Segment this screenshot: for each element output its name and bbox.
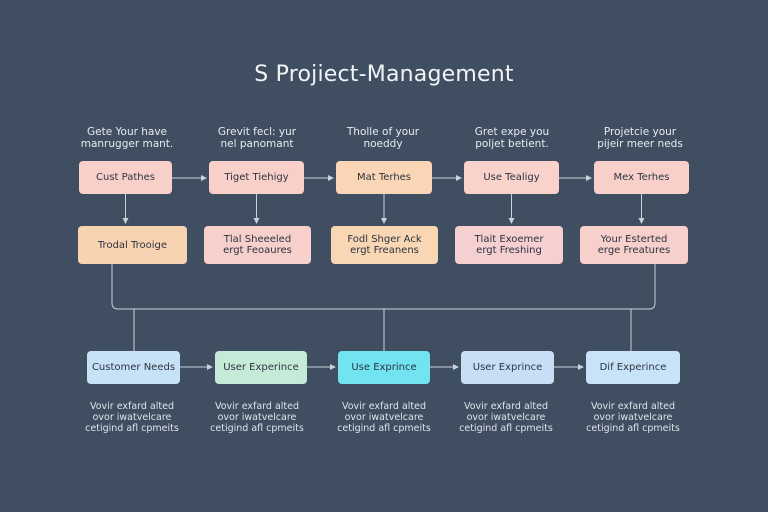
top-caption-line: nel panomant <box>220 138 294 150</box>
row2-node-1-label: Trodal Trooige <box>98 240 167 251</box>
row1-node-3: Mat Terhes <box>336 161 432 194</box>
row2-node-2-line: ergt Feoaures <box>223 245 292 256</box>
bottom-caption-line: Vovir exfard alted <box>89 401 175 412</box>
top-caption-line: Gete Your have <box>86 126 168 138</box>
row2-node-4-line: Tlait Exoemer <box>474 234 544 245</box>
row2-node-5-line: erge Freatures <box>597 245 671 256</box>
top-caption-line: Grevit fecl: yur <box>217 126 297 138</box>
row1-node-3-label: Mat Terhes <box>356 172 412 183</box>
bottom-caption-line: cetigind afl cpmeits <box>586 423 680 434</box>
bottom-caption-line: Vovir exfard alted <box>214 401 300 412</box>
top-caption-line: noeddy <box>363 138 403 150</box>
bottom-caption-line: ovor iwatvelcare <box>593 412 673 423</box>
bottom-caption-line: Vovir exfard alted <box>463 401 549 412</box>
row3-node-2: User Experince <box>215 351 307 384</box>
top-caption-line: pijeir meer neds <box>597 138 683 150</box>
row3-node-4-label: User Exprince <box>472 362 543 373</box>
diagram-title: S Projiect-Management <box>254 62 514 87</box>
row3-node-3-label: Use Exprince <box>351 362 417 373</box>
top-caption-line: poljet betient. <box>475 138 549 150</box>
bottom-caption-line: cetigind afl cpmeits <box>85 423 179 434</box>
row1-node-1: Cust Pathes <box>79 161 172 194</box>
bottom-caption-line: cetigind afl cpmeits <box>210 423 304 434</box>
row2-node-3-line: Fodl Shger Ack <box>347 234 422 245</box>
top-caption-line: Gret expe you <box>474 126 550 138</box>
top-caption-line: Tholle of your <box>346 126 420 138</box>
row2-node-1: Trodal Trooige <box>78 226 187 264</box>
row2-node-3-line: ergt Freanens <box>350 245 419 256</box>
bottom-caption-line: Vovir exfard alted <box>590 401 676 412</box>
row2-node-5-line: Your Esterted <box>600 234 668 245</box>
row1-node-5: Mex Terhes <box>594 161 689 194</box>
bottom-caption-line: cetigind afl cpmeits <box>459 423 553 434</box>
row1-node-1-label: Cust Pathes <box>96 172 155 183</box>
row2-bus-connector <box>111 264 656 310</box>
row1-node-4-label: Use Tealigy <box>483 172 540 183</box>
bottom-caption-line: ovor iwatvelcare <box>466 412 546 423</box>
bottom-caption-line: ovor iwatvelcare <box>217 412 297 423</box>
row2-node-4-line: ergt Freshing <box>476 245 542 256</box>
row1-node-2: Tiget Tiehigy <box>209 161 304 194</box>
row3-node-5: Dif Experince <box>586 351 680 384</box>
bottom-caption-line: cetigind afl cpmeits <box>337 423 431 434</box>
row2-node-2-line: Tlal Sheeeled <box>223 234 292 245</box>
row3-node-2-label: User Experince <box>223 362 299 373</box>
row1-node-4: Use Tealigy <box>464 161 559 194</box>
row1-node-5-label: Mex Terhes <box>613 172 670 183</box>
bottom-caption-line: Vovir exfard alted <box>341 401 427 412</box>
row3-node-1-label: Customer Needs <box>91 362 176 373</box>
row3-node-5-label: Dif Experince <box>599 362 667 373</box>
row3-node-4: User Exprince <box>461 351 554 384</box>
top-caption-line: manrugger mant. <box>80 138 174 150</box>
row2-node-1-line: Trodal Trooige <box>97 239 168 251</box>
row3-node-3: Use Exprince <box>338 351 430 384</box>
row1-node-2-label: Tiget Tiehigy <box>224 172 289 183</box>
bottom-caption-line: ovor iwatvelcare <box>92 412 172 423</box>
top-caption-line: Projetcie your <box>603 126 677 138</box>
bottom-caption-line: ovor iwatvelcare <box>344 412 424 423</box>
row3-node-1: Customer Needs <box>87 351 180 384</box>
